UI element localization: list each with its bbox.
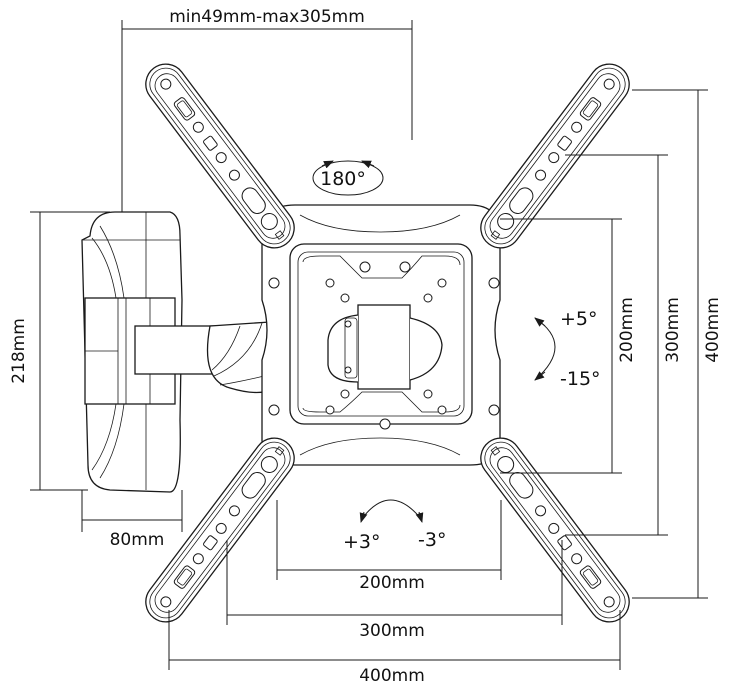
tv-mounting-plate — [261, 204, 501, 466]
wall-plate-height-label: 218mm — [9, 318, 29, 384]
arm-extension-label: min49mm-max305mm — [169, 7, 365, 27]
tilt-up-label: +5° — [560, 308, 598, 330]
wall-plate — [81, 211, 183, 493]
vesa-horizontal-400-dimension: 400mm — [168, 610, 621, 686]
vesa-vertical-200-label: 200mm — [617, 297, 637, 363]
vesa-vertical-300-dimension: 300mm — [565, 154, 683, 536]
vesa-horizontal-300-label: 300mm — [359, 621, 425, 641]
swivel-label: 180° — [320, 168, 366, 190]
vesa-vertical-400-dimension: 400mm — [632, 89, 723, 599]
vesa-arm-bottom-right — [472, 429, 638, 631]
level-plus-label: +3° — [343, 531, 381, 553]
vesa-horizontal-200-label: 200mm — [359, 573, 425, 593]
vesa-vertical-400-label: 400mm — [703, 297, 723, 363]
wall-plate-width-dimension: 80mm — [81, 490, 183, 550]
arm-extension-dimension: min49mm-max305mm — [121, 7, 413, 212]
level-adjust-indicator: +3° -3° — [343, 499, 446, 553]
vesa-vertical-300-label: 300mm — [663, 297, 683, 363]
vesa-horizontal-400-label: 400mm — [359, 666, 425, 686]
level-minus-label: -3° — [418, 529, 446, 551]
vesa-horizontal-300-dimension: 300mm — [226, 540, 563, 641]
vesa-arm-top-right — [472, 55, 638, 257]
tilt-down-label: -15° — [560, 368, 601, 390]
vesa-vertical-200-dimension: 200mm — [500, 218, 637, 474]
tilt-indicator: +5° -15° — [534, 308, 601, 390]
vesa-horizontal-200-dimension: 200mm — [276, 500, 502, 593]
wall-plate-height-dimension: 218mm — [9, 211, 110, 491]
wall-plate-width-label: 80mm — [110, 530, 165, 550]
swivel-indicator: 180° — [312, 160, 384, 196]
